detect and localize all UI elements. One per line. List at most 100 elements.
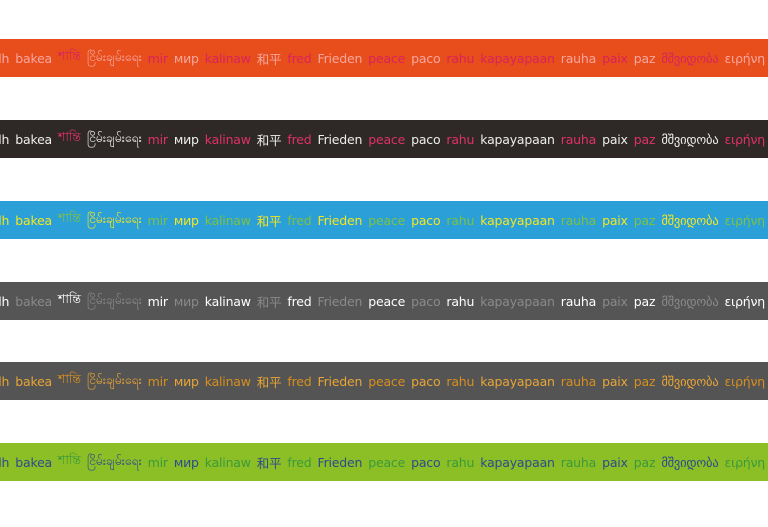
peace-word: paix [602,50,628,66]
peace-word: ilh [0,131,10,147]
peace-word: fred [287,454,312,470]
peace-word: kalinaw [204,293,251,309]
peace-word: শান্তি [58,452,81,467]
peace-word: rahu [446,454,475,470]
peace-word: Frieden [317,212,363,228]
peace-word: kalinaw [204,454,251,470]
peace-word: მშვიდობა [661,454,719,470]
peace-word: paix [602,131,628,147]
peace-word: kalinaw [204,212,251,228]
peace-word: 和平 [256,132,282,148]
peace-word: მშვიდობა [661,293,719,309]
peace-word: 和平 [256,51,282,67]
peace-word: শান্তি [58,210,81,225]
peace-word: ειρήνη [724,131,766,147]
peace-word: paco [411,454,441,470]
peace-word: Frieden [317,454,363,470]
peace-word: bakea [15,50,53,66]
peace-word: ငြိမ်းချမ်းရေး [86,48,142,64]
peace-word: fred [287,212,312,228]
peace-word: paix [602,454,628,470]
peace-word: rahu [446,293,475,309]
peace-word: мир [173,131,199,147]
peace-word: bakea [15,454,53,470]
peace-word: ειρήνη [724,50,766,66]
peace-word: শান্তি [58,129,81,144]
peace-word: শান্তি [58,291,81,306]
peace-word: мир [173,293,199,309]
peace-word: paco [411,293,441,309]
peace-word: bakea [15,212,53,228]
peace-word: kalinaw [204,131,251,147]
peace-word: მშვიდობა [661,212,719,228]
peace-word: paco [411,373,441,389]
peace-word: rauha [560,212,597,228]
peace-word: rauha [560,293,597,309]
word-band: ilhbakeaশান্তিငြိမ်းချမ်းရေးmirмирkalina… [0,282,768,320]
peace-word: peace [368,212,406,228]
peace-word: paz [633,373,656,389]
peace-word: শান্তি [58,371,81,386]
peace-word: paz [633,454,656,470]
peace-word: kapayapaan [480,373,555,389]
peace-word: kalinaw [204,373,251,389]
peace-word: paix [602,212,628,228]
peace-word: mir [147,454,168,470]
peace-word: мир [173,212,199,228]
peace-word: paz [633,212,656,228]
peace-word: rahu [446,50,475,66]
peace-word: শান্তি [58,48,81,63]
peace-word: 和平 [256,455,282,471]
peace-word: მშვიდობა [661,50,719,66]
peace-word: kapayapaan [480,293,555,309]
peace-word: rahu [446,131,475,147]
word-band: ilhbakeaশান্তিငြိမ်းချမ်းရေးmirмирkalina… [0,39,768,77]
peace-word: მშვიდობა [661,131,719,147]
peace-word: ilh [0,373,10,389]
peace-word: ငြိမ်းချမ်းရေး [86,210,142,226]
peace-word: paco [411,50,441,66]
peace-word: bakea [15,131,53,147]
peace-word: peace [368,454,406,470]
peace-word: fred [287,131,312,147]
peace-word: ilh [0,50,10,66]
peace-word: 和平 [256,294,282,310]
peace-word: paco [411,212,441,228]
peace-word: мир [173,373,199,389]
peace-word: peace [368,293,406,309]
peace-word: mir [147,50,168,66]
peace-word: bakea [15,373,53,389]
peace-word: paco [411,131,441,147]
peace-word: rauha [560,454,597,470]
peace-word: 和平 [256,374,282,390]
peace-word: ilh [0,212,10,228]
peace-word: ငြိမ်းချမ်းရေး [86,291,142,307]
peace-word: ειρήνη [724,293,766,309]
peace-word: ငြိမ်းချမ်းရေး [86,452,142,468]
peace-word: kapayapaan [480,50,555,66]
peace-word: mir [147,373,168,389]
peace-word: ငြိမ်းချမ်းရေး [86,371,142,387]
peace-word: paix [602,293,628,309]
peace-word: Frieden [317,293,363,309]
peace-word: rauha [560,131,597,147]
peace-word: mir [147,212,168,228]
peace-word: peace [368,50,406,66]
peace-word: rauha [560,50,597,66]
peace-word: rahu [446,212,475,228]
peace-word: paz [633,50,656,66]
peace-word: 和平 [256,213,282,229]
word-band: ilhbakeaশান্তিငြိမ်းချမ်းရေးmirмирkalina… [0,443,768,481]
peace-word: Frieden [317,373,363,389]
peace-word: paix [602,373,628,389]
peace-word: fred [287,293,312,309]
peace-word: mir [147,293,168,309]
peace-word: ငြိမ်းချမ်းရေး [86,129,142,145]
peace-word: mir [147,131,168,147]
peace-word: paz [633,131,656,147]
peace-word: ilh [0,454,10,470]
peace-word: paz [633,293,656,309]
